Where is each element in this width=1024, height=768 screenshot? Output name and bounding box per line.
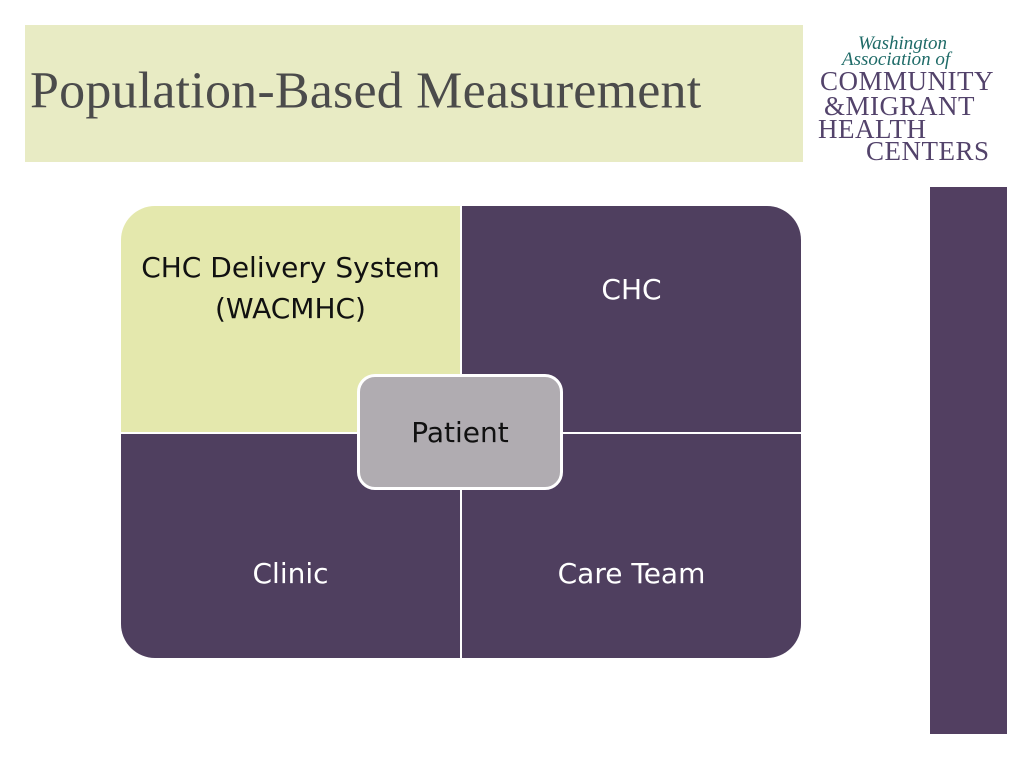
quadrant-chc-label: CHC [601,273,662,306]
logo-line-health: Health [818,114,927,144]
right-accent-bar [930,187,1007,734]
logo-line-community: Community [820,66,995,96]
measurement-matrix: CHC Delivery System (WACMHC) CHC Clinic … [121,206,801,658]
logo-line-association: Association of [842,49,951,70]
wacmhc-logo: Washington Association of Community &Mig… [814,30,994,170]
quadrant-chc-delivery-system-label: CHC Delivery System (WACMHC) [141,251,440,325]
quadrant-care-team-label: Care Team [557,556,706,590]
logo-line-migrant: &Migrant [824,91,975,121]
title-banner [25,25,803,162]
logo-line-washington: Washington [858,33,948,54]
center-node-patient: Patient [357,374,563,490]
quadrant-clinic-label: Clinic [252,556,329,590]
logo-line-centers: Centers [866,136,990,166]
center-node-label: Patient [411,415,509,449]
slide-title: Population-Based Measurement [30,62,702,120]
